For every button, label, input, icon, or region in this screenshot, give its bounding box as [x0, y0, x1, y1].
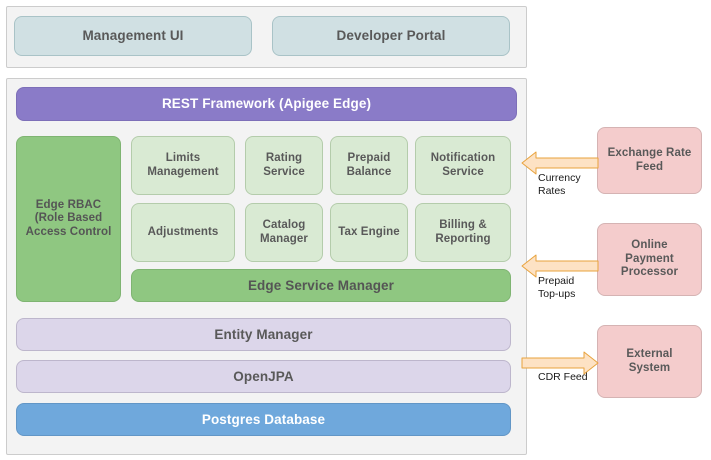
postgres-database-bar[interactable]: Postgres Database [16, 403, 511, 436]
cdr-feed-arrow [521, 351, 599, 375]
edge-rbac-label: Edge RBAC (Role Based Access Control [25, 198, 112, 238]
developer-portal-label: Developer Portal [336, 28, 446, 44]
management-ui-label: Management UI [82, 28, 184, 44]
rating-service-box[interactable]: Rating Service [245, 136, 323, 195]
cdr-feed-label: CDR Feed [538, 371, 588, 383]
online-payment-processor-box[interactable]: Online Payment Processor [597, 223, 702, 296]
limits-management-label: Limits Management [147, 151, 219, 178]
currency-rates-arrow [521, 151, 599, 175]
rest-framework-bar[interactable]: REST Framework (Apigee Edge) [16, 87, 517, 121]
openjpa-bar[interactable]: OpenJPA [16, 360, 511, 393]
prepaid-balance-box[interactable]: Prepaid Balance [330, 136, 408, 195]
prepaid-balance-label: Prepaid Balance [346, 151, 392, 178]
external-system-box[interactable]: External System [597, 325, 702, 398]
tax-engine-label: Tax Engine [338, 225, 400, 238]
rest-framework-label: REST Framework (Apigee Edge) [161, 96, 372, 112]
prepaid-topups-label: Prepaid Top-ups [538, 275, 576, 301]
postgres-database-label: Postgres Database [201, 411, 326, 427]
billing-reporting-label: Billing & Reporting [435, 218, 491, 245]
openjpa-label: OpenJPA [233, 368, 294, 384]
edge-service-manager-label: Edge Service Manager [247, 277, 395, 293]
external-system-label: External System [626, 347, 673, 374]
edge-rbac-box[interactable]: Edge RBAC (Role Based Access Control [16, 136, 121, 302]
developer-portal-box[interactable]: Developer Portal [272, 16, 510, 56]
limits-management-box[interactable]: Limits Management [131, 136, 235, 195]
adjustments-label: Adjustments [147, 225, 219, 238]
billing-reporting-box[interactable]: Billing & Reporting [415, 203, 511, 262]
entity-manager-label: Entity Manager [214, 326, 313, 342]
catalog-manager-label: Catalog Manager [260, 218, 308, 245]
tax-engine-box[interactable]: Tax Engine [330, 203, 408, 262]
exchange-rate-feed-box[interactable]: Exchange Rate Feed [597, 127, 702, 194]
catalog-manager-box[interactable]: Catalog Manager [245, 203, 323, 262]
edge-service-manager-bar[interactable]: Edge Service Manager [131, 269, 511, 302]
online-payment-processor-label: Online Payment Processor [620, 239, 679, 279]
notification-service-label: Notification Service [430, 151, 496, 178]
rating-service-label: Rating Service [263, 151, 305, 178]
prepaid-topups-arrow [521, 254, 599, 278]
management-ui-box[interactable]: Management UI [14, 16, 252, 56]
currency-rates-label: Currency Rates [538, 172, 581, 198]
adjustments-box[interactable]: Adjustments [131, 203, 235, 262]
notification-service-box[interactable]: Notification Service [415, 136, 511, 195]
exchange-rate-feed-label: Exchange Rate Feed [607, 146, 692, 173]
entity-manager-bar[interactable]: Entity Manager [16, 318, 511, 351]
